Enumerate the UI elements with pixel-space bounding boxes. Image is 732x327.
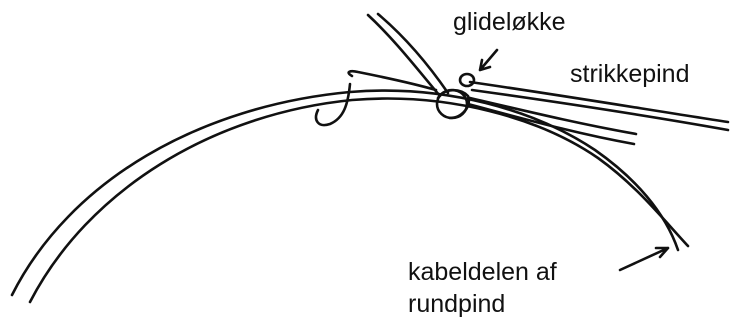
arrow-to-cable <box>620 248 668 270</box>
cable-strand-inner <box>30 99 688 302</box>
needle-label: strikkepind <box>570 60 690 88</box>
yarn-tail-up-2 <box>378 14 448 93</box>
cable-label-line-1: kabeldelen af <box>408 258 557 286</box>
cable-label-line-2: rundpind <box>408 290 505 318</box>
slip-knot-label: glideløkke <box>453 8 566 36</box>
arrow-to-slip-knot <box>480 50 497 70</box>
slip-knot-loop-top <box>460 74 474 86</box>
yarn-tail-up-1 <box>368 15 440 96</box>
